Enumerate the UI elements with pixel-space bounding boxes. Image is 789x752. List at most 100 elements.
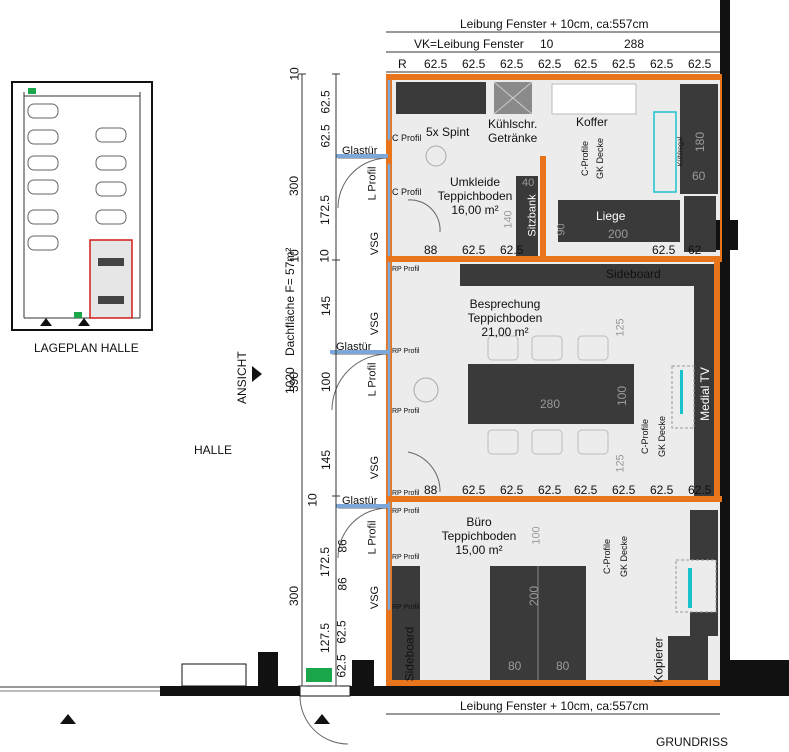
gk-decke-label: GK Decke <box>619 535 630 578</box>
kopierer-label: Kopierer <box>651 637 666 683</box>
glastuer-label: Glastür <box>342 495 378 507</box>
dim-280: 280 <box>540 397 561 411</box>
grid-dim: 62.5 <box>500 57 524 71</box>
rpprofil-label: RP Profil <box>392 508 420 515</box>
dim-left-1725: 172.5 <box>318 194 333 226</box>
cprofil-label: C Profil <box>392 187 422 197</box>
vsg-label: VSG <box>369 231 382 256</box>
glastuer-label: Glastür <box>336 341 372 353</box>
sitzbank-label: Sitzbank <box>526 194 539 237</box>
grundriss-label: GRUNDRISS <box>656 735 729 749</box>
room-buero-name: Büro <box>466 515 492 529</box>
dim-140: 140 <box>502 210 515 229</box>
dim-125: 125 <box>614 318 627 337</box>
row2-dim-88: 88 <box>424 483 438 497</box>
vsg-label: VSG <box>369 585 382 610</box>
top-dimension-leibung: Leibung Fenster + 10cm, ca:557cm <box>460 17 649 31</box>
gk-decke-label: GK Decke <box>595 137 606 180</box>
dim-left-300-bottom: 300 <box>287 585 302 607</box>
dim-left-100: 100 <box>319 371 334 393</box>
room-umkleide-floor: Teppichboden <box>437 189 513 203</box>
bottom-dimension-leibung: Leibung Fenster + 10cm, ca:557cm <box>460 699 649 713</box>
dim-left-10: 10 <box>305 493 320 507</box>
grid-dim: 62.5 <box>424 57 448 71</box>
row2-dim: 62.5 <box>462 483 486 497</box>
lageplan-label: LAGEPLAN HALLE <box>34 341 139 355</box>
dim-left-10: 10 <box>287 249 302 263</box>
dim-left-10-top: 10 <box>287 67 302 81</box>
cprofile-label: C-Profile <box>580 140 591 177</box>
rpprofil-label: RP Profil <box>392 604 420 611</box>
grid-dim: 62.5 <box>462 57 486 71</box>
dim-40: 40 <box>522 177 535 189</box>
kuehlschrank-label: Kühlschr. <box>488 117 538 131</box>
dim-left-145: 145 <box>319 295 334 317</box>
dim-60: 60 <box>692 169 706 183</box>
row-dim-62: 62 <box>688 243 702 257</box>
koffer-label: Koffer <box>576 115 608 129</box>
dim-100-table: 100 <box>615 385 630 407</box>
halle-label: HALLE <box>194 443 233 457</box>
room-besprechung-area: 21,00 m² <box>481 325 529 339</box>
dim-80: 80 <box>556 659 570 673</box>
dim-left-1275: 127.5 <box>318 622 333 654</box>
vsg-label: VSG <box>369 311 382 336</box>
dim-left-300-top: 300 <box>287 175 302 197</box>
cprofile-label: C-Profile <box>640 418 651 455</box>
getraenke-label: Getränke <box>488 131 538 145</box>
row2-dim: 62.5 <box>574 483 598 497</box>
room-umkleide-name: Umkleide <box>449 175 500 189</box>
row-dim-625: 62.5 <box>652 243 676 257</box>
ansicht-label: ANSICHT <box>235 351 249 404</box>
cprofil-label: C Profil <box>392 133 422 143</box>
dim-left-625: 62.5 <box>334 620 349 644</box>
dim-left-390: 390 <box>287 371 302 393</box>
row2-dim: 62.5 <box>688 483 712 497</box>
grid-dim: 62.5 <box>612 57 636 71</box>
dim-80: 80 <box>508 659 522 673</box>
sideboard-buero-label: Sideboard <box>402 626 417 682</box>
dim-200-desk: 200 <box>527 585 542 607</box>
dim-left-86: 86 <box>335 577 350 591</box>
gk-decke-label: GK Decke <box>657 415 668 458</box>
spint-label: 5x Spint <box>426 125 470 139</box>
cprofile-label: C-Profile <box>602 538 613 575</box>
rpprofil-label: RP Profil <box>392 554 420 561</box>
dim-left-625: 62.5 <box>334 654 349 678</box>
row-dim-88: 88 <box>424 243 438 257</box>
top-dimension-vk: VK=Leibung Fenster <box>414 37 524 51</box>
rpprofil-label: RP Profil <box>392 266 420 273</box>
dim-90: 90 <box>555 223 568 236</box>
liege-label: Liege <box>596 209 626 223</box>
lprofil-label: L Profil <box>366 166 379 201</box>
rpprofil-label: RP Profil <box>392 348 420 355</box>
vsg-label: VSG <box>369 455 382 480</box>
dim-left-1725: 172.5 <box>318 546 333 578</box>
room-buero-floor: Teppichboden <box>441 529 517 543</box>
dim-left-10: 10 <box>317 249 332 263</box>
medial-tv-label: Medial TV <box>697 367 712 421</box>
room-umkleide-area: 16,00 m² <box>451 203 499 217</box>
dim-left-625: 62.5 <box>318 90 333 114</box>
grid-dim: 62.5 <box>574 57 598 71</box>
kuehlregal-label: Kühlregal <box>677 136 685 167</box>
grid-dim: 62.5 <box>650 57 674 71</box>
grid-dim: 62.5 <box>538 57 562 71</box>
glastuer-label: Glastür <box>342 145 378 157</box>
lageplan-site-plan <box>11 81 153 331</box>
grid-dim: R <box>398 57 407 71</box>
dim-100-buero: 100 <box>530 526 543 545</box>
dim-left-145: 145 <box>319 449 334 471</box>
lprofil-label: L Profil <box>366 362 379 397</box>
dim-200-liege: 200 <box>608 227 629 241</box>
top-dimension-288: 288 <box>624 37 645 51</box>
room-besprechung-floor: Teppichboden <box>467 311 543 325</box>
dim-125: 125 <box>614 454 627 473</box>
dim-180: 180 <box>693 131 708 153</box>
dim-left-625: 62.5 <box>318 124 333 148</box>
lprofil-label: L Profil <box>366 520 379 555</box>
room-buero-area: 15,00 m² <box>455 543 503 557</box>
rpprofil-label: RP Profil <box>392 490 420 497</box>
sideboard-label: Sideboard <box>606 267 661 281</box>
